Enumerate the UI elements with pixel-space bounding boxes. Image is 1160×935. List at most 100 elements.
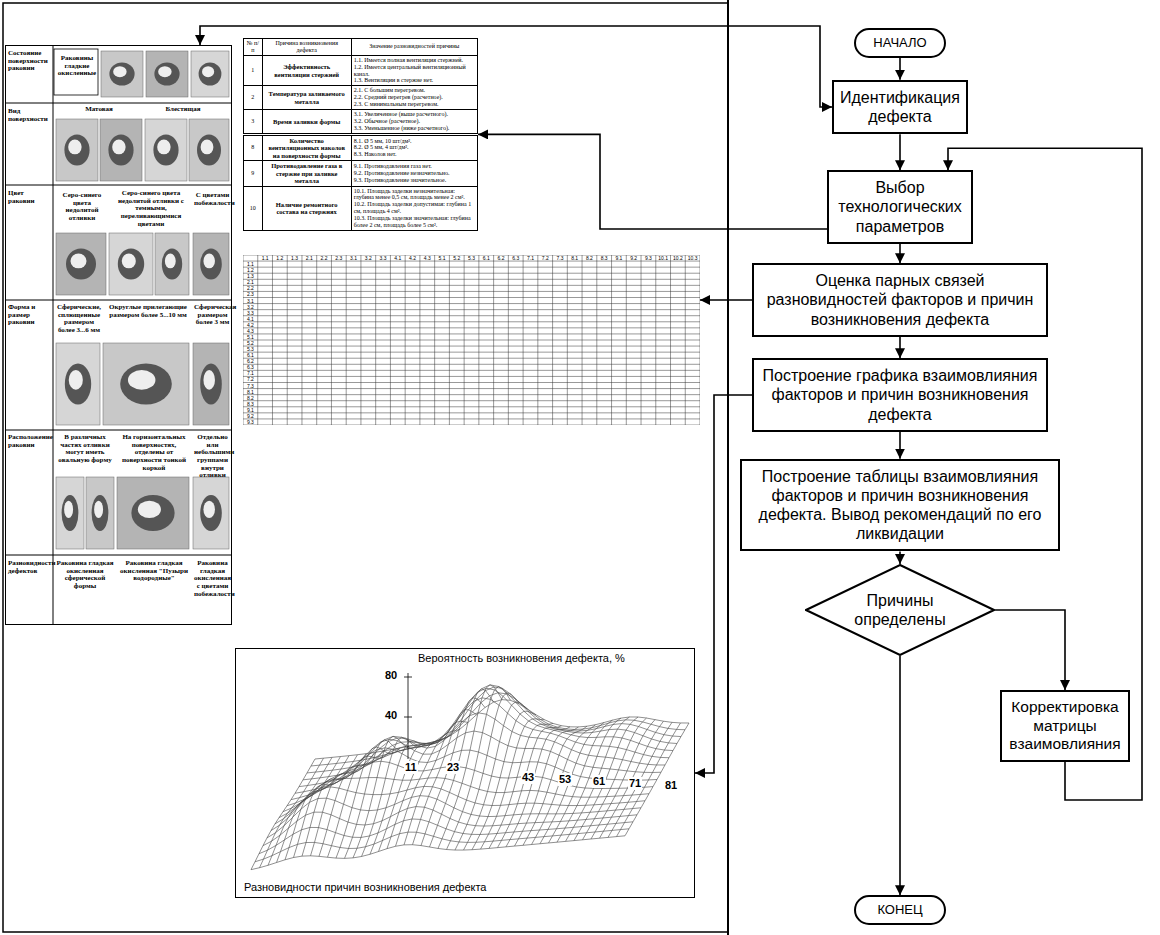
- terminator: КОНЕЦ: [854, 895, 946, 925]
- row-header: 9.1: [243, 407, 258, 413]
- box-label: НАЧАЛО: [862, 35, 938, 51]
- sheet-label: С цветами побежалости: [194, 192, 231, 207]
- flow-arrow: [899, 244, 901, 263]
- table-text: Значение разновидностей причины: [354, 43, 475, 50]
- column-header: 8.3: [597, 255, 612, 261]
- defect-photo: [155, 233, 189, 295]
- row-line: [5, 185, 232, 186]
- table-cell: 3.1. Увеличенное (выше расчетного).3.2. …: [351, 110, 477, 135]
- cause-table: № п/пПричина возникновения дефектаЗначен…: [243, 38, 478, 231]
- table-text: Эффективность вентиляции стержней: [265, 63, 349, 78]
- defect-photo: [56, 233, 106, 295]
- column-header: 1.2: [272, 255, 287, 261]
- defect-photo: [191, 51, 229, 97]
- axis-value: 71: [628, 777, 642, 790]
- table-text: 3.2. Обычное (расчетное).: [354, 118, 475, 125]
- table-text: 3: [246, 118, 260, 125]
- table-text: Время заливки формы: [265, 118, 349, 125]
- column-header: 2.3: [331, 255, 346, 261]
- flow-arrow: [899, 58, 901, 80]
- row-line: [5, 430, 232, 431]
- row-line: [5, 300, 232, 301]
- sheet-label: Блестящая: [152, 106, 214, 114]
- table-text: 1.2. Имеется центральный вентиляционный …: [354, 64, 475, 78]
- row-header: 8.2: [243, 395, 258, 401]
- table-text: 2.1. С большим перегревом.: [354, 87, 475, 94]
- defect-photo: [103, 343, 189, 425]
- column-header: 1.1: [258, 255, 273, 261]
- sheet-label: Цвет раковин: [8, 190, 52, 205]
- sheet-label: Округлые прилегающие размером более 5...…: [106, 304, 190, 319]
- table-row: 8Количество вентиляционных наколов на по…: [244, 134, 478, 160]
- table-text: 10.1. Площадь заделки незначительная: гл…: [354, 188, 475, 202]
- sheet-label: Серо-синего цвета недолитой отливки: [56, 192, 108, 223]
- column-header: 3.2: [361, 255, 376, 261]
- row-header: 9.2: [243, 413, 258, 419]
- sheet-label: Матовая: [72, 106, 126, 114]
- table-text: 3.1. Увеличенное (выше расчетного).: [354, 111, 475, 118]
- surface-chart: Вероятность возникновения дефекта, %8040…: [235, 648, 695, 898]
- row-header: 6.2: [243, 358, 258, 364]
- sheet-label: Состояние поверхности раковин: [8, 50, 52, 73]
- table-text: 9.3. Противодавление значительное.: [354, 177, 475, 184]
- column-header: 1.3: [287, 255, 302, 261]
- column-header: 5.2: [449, 255, 464, 261]
- axis-value: 40: [384, 709, 398, 722]
- flow-arrow: [995, 610, 1065, 690]
- defect-photo: [56, 477, 84, 549]
- sheet-label: Раковина гладкая окисленная сферической …: [56, 560, 114, 591]
- table-row: 10Наличие ремонтного состава на стержнях…: [244, 186, 478, 230]
- table-text: Количество вентиляционных наколов на пов…: [265, 137, 349, 159]
- table-text: 2.2. Средний перегрев (расчетное).: [354, 94, 475, 101]
- table-text: Причина возникновения дефекта: [265, 40, 349, 54]
- defect-photo: [100, 119, 142, 181]
- panel-frame: [3, 3, 728, 932]
- row-header: 4.1: [243, 316, 258, 322]
- column-header: 7.2: [538, 255, 553, 261]
- table-text: Противодавление газа в стержне при залив…: [265, 162, 349, 184]
- column-header: 5.3: [464, 255, 479, 261]
- axis-title: Разновидности причин возникновения дефек…: [244, 881, 487, 894]
- diamond-text-wrap: Причины определены: [842, 591, 958, 629]
- box-label: Построение графика взаимовлияния факторо…: [760, 366, 1040, 424]
- column-header: 6.1: [479, 255, 494, 261]
- column-header: 10.1: [656, 255, 671, 261]
- table-row: № п/пПричина возникновения дефектаЗначен…: [244, 39, 478, 56]
- table-text: 8.3. Наколов нет.: [354, 151, 475, 158]
- flow-arrow: [700, 299, 752, 301]
- label-frame: [54, 49, 98, 95]
- table-text: 10.2. Площадь заделки допустимая: глубин…: [354, 201, 475, 215]
- defect-photo: [101, 51, 143, 97]
- sheet-label: Раковины гладкие окисленные: [56, 55, 98, 78]
- sheet-label: Форма и размер раковин: [8, 304, 52, 327]
- column-header: 6.3: [508, 255, 523, 261]
- table-text: 1: [246, 67, 260, 74]
- row-line: [5, 555, 232, 556]
- table-text: Наличие ремонтного состава на стержнях: [265, 201, 349, 216]
- defect-photo: [193, 477, 229, 549]
- column-header: 3.1: [346, 255, 361, 261]
- table-cell: 9.1. Противодавления газа нет.9.2. Проти…: [351, 161, 477, 186]
- flow-arrow: [899, 432, 901, 459]
- defect-photo: [117, 477, 189, 549]
- table-cell: 10.1. Площадь заделки незначительная: гл…: [351, 186, 477, 230]
- column-header: 9.2: [626, 255, 641, 261]
- row-header: 3.2: [243, 304, 258, 310]
- defect-photo: [193, 343, 229, 425]
- column-header: 9.3: [641, 255, 656, 261]
- row-header: 8.3: [243, 401, 258, 407]
- column-header: 10.2: [671, 255, 686, 261]
- flow-arrow: [200, 26, 832, 107]
- column-header: 7.3: [553, 255, 568, 261]
- sheet-label: Отдельно или небольшими группами внутри …: [194, 434, 231, 480]
- box-label: КОНЕЦ: [862, 902, 938, 918]
- flow-arrow: [899, 656, 901, 895]
- table-text: 1.1. Имеется полная вентиляция стержней.: [354, 57, 475, 64]
- row-header: 2.2: [243, 285, 258, 291]
- table-text: 9.2. Противодавление незначительно.: [354, 170, 475, 177]
- column-header: 4.2: [405, 255, 420, 261]
- column-header: 3.3: [376, 255, 391, 261]
- row-header: 2.1: [243, 279, 258, 285]
- table-cell: Время заливки формы: [262, 110, 351, 135]
- flow-arrow: [478, 134, 827, 229]
